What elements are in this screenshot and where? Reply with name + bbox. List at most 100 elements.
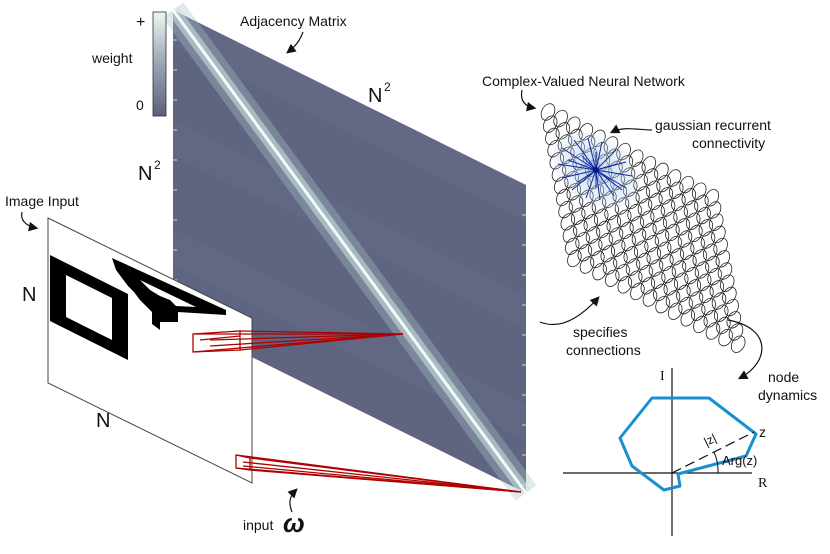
neuron-node [711, 225, 726, 244]
neuron-node [705, 322, 721, 340]
neuron-node [642, 222, 657, 241]
neuron-node [656, 174, 671, 193]
neuron-node [671, 193, 686, 212]
neuron-node [627, 203, 642, 222]
neuron-node [702, 243, 718, 261]
neuron-node [654, 162, 669, 181]
neuron-node [625, 258, 641, 276]
network-title-arrow [520, 89, 537, 112]
adjacency-matrix-label: Adjacency Matrix [240, 13, 347, 29]
node-dynamics-arrow [727, 319, 763, 380]
neuron-node [694, 194, 709, 213]
neuron-node [669, 248, 685, 266]
neuron-node [653, 283, 668, 302]
neuron-node [726, 311, 742, 329]
image-side-label: N [22, 284, 36, 306]
neuron-node [650, 271, 666, 289]
svg-text:2: 2 [154, 158, 161, 172]
neuron-node [706, 201, 722, 219]
neuron-node [696, 273, 712, 291]
matrix-width-label: N 2 [368, 80, 391, 107]
recurrent-connection [595, 169, 615, 197]
neuron-node [640, 277, 656, 295]
neuron-node [665, 223, 680, 242]
neuron-node [711, 292, 727, 310]
neuron-node [575, 231, 590, 250]
neuron-node [648, 259, 664, 277]
neuron-node [667, 235, 682, 254]
recurrent-connection [595, 169, 623, 191]
neuron-node [680, 309, 696, 327]
recurrent-connection [561, 169, 597, 179]
colorbar-max-label: + [136, 14, 145, 31]
neuron-node [644, 234, 659, 253]
neuron-node [666, 169, 682, 187]
neuron-node [730, 335, 746, 353]
specifies-connections-arrow [539, 296, 600, 326]
neuron-node [709, 280, 725, 298]
neuron-node [719, 274, 735, 292]
neuron-node [545, 127, 560, 146]
neuron-node [678, 296, 693, 315]
complex-plane: I R z |z| Arg(z) [563, 368, 768, 536]
input-projection-upper [192, 330, 404, 353]
arg-arc [713, 451, 719, 474]
neuron-node [701, 297, 716, 316]
recurrent-connection [595, 169, 633, 177]
input-projection-lower [235, 454, 522, 493]
neuron-node [639, 210, 655, 228]
omega-symbol: ω [283, 508, 305, 538]
neuron-node [705, 255, 720, 274]
neuron-node [629, 216, 645, 234]
neuron-node [642, 289, 658, 307]
neuron-node [683, 200, 699, 218]
neuron-node [573, 219, 588, 238]
neuron-node [577, 244, 593, 262]
neuron-node [715, 250, 731, 268]
neuron-node [590, 250, 605, 269]
node-dynamics-line1: node [768, 369, 799, 385]
neuron-node [641, 156, 657, 174]
matrix-diagonal [171, 9, 528, 494]
neuron-node [688, 224, 703, 243]
neuron-node [685, 212, 701, 230]
neuron-node [690, 236, 705, 255]
neuron-node [567, 249, 582, 268]
neuron-node [602, 257, 618, 275]
neuron-node [692, 249, 708, 267]
neuron-node [675, 218, 691, 236]
neuron-node [583, 214, 599, 232]
recurrent-connection [595, 141, 603, 171]
neuron-node [679, 175, 694, 194]
neuron-node [623, 246, 639, 264]
colorbar-gradient [152, 11, 167, 117]
neuron-node [564, 237, 580, 255]
neuron-node [615, 263, 630, 282]
recurrent-connection [567, 159, 597, 171]
recurrent-connection [577, 169, 597, 183]
neuron-node [560, 213, 576, 231]
neuron-node [676, 284, 691, 303]
arg-z-label: Arg(z) [722, 453, 757, 468]
gaussian-label-line1: gaussian recurrent [655, 117, 771, 133]
neuron-node [645, 180, 661, 198]
neuron-node [650, 204, 665, 223]
neuron-node [693, 315, 708, 334]
neuron-node [542, 115, 558, 133]
adjacency-matrix [162, 2, 537, 501]
neuron-node [553, 109, 568, 128]
neuron-node [593, 208, 609, 226]
neuron-node [636, 252, 651, 271]
trajectory [618, 396, 758, 492]
neuron-node [703, 310, 719, 328]
neuron-node [631, 228, 647, 246]
recurrent-connection [561, 147, 597, 171]
neuron-node [655, 295, 670, 314]
center-neuron [593, 167, 599, 173]
neuron-node [691, 182, 707, 200]
neuron-node [667, 302, 683, 320]
neuron-node [677, 230, 693, 248]
neuron-node [617, 276, 633, 294]
neuron-node [660, 199, 676, 217]
neuron-node [621, 233, 636, 252]
